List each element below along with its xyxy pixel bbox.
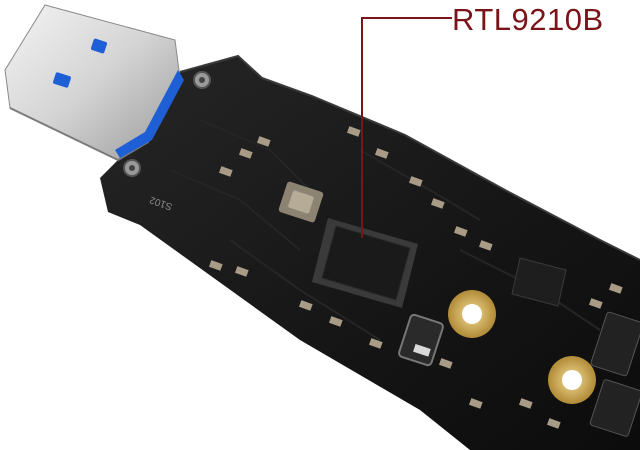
- callout-leader-line: [361, 17, 452, 238]
- usb-contact-slot: [91, 38, 107, 54]
- crystal-oscillator: [278, 181, 324, 223]
- mounting-screw: [123, 159, 141, 177]
- usb-a-connector: [4, 4, 184, 162]
- mounting-screw: [193, 71, 211, 89]
- usb-blue-insert: [115, 70, 184, 158]
- regulator-chip: [511, 257, 567, 307]
- gold-mounting-pad: [548, 356, 596, 404]
- inductor: [398, 313, 444, 367]
- power-component: [589, 311, 640, 437]
- controller-chip: [312, 218, 418, 308]
- gold-mounting-pad: [448, 290, 496, 338]
- usb-contact-slot: [53, 72, 71, 88]
- smd-components: [208, 126, 623, 429]
- chip-callout-label: RTL9210B: [452, 2, 604, 37]
